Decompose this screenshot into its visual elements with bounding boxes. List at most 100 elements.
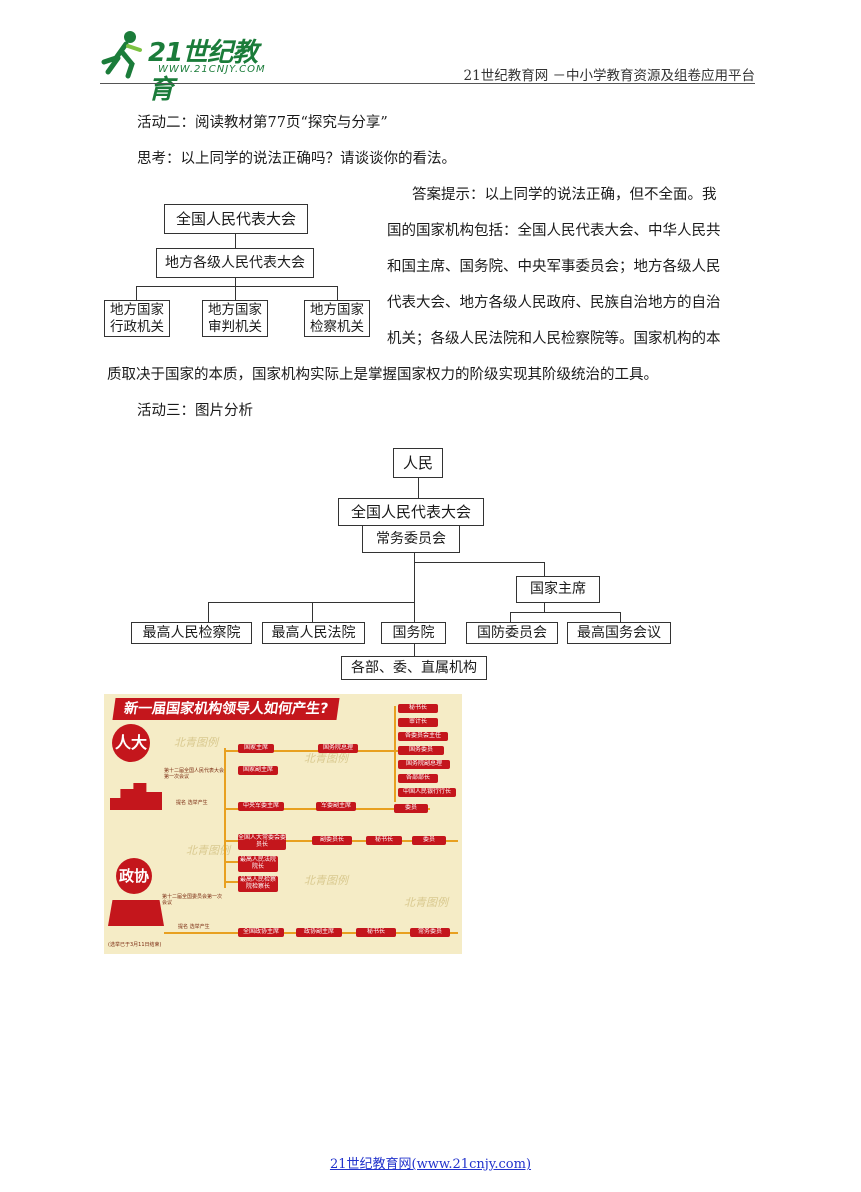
local-congress-box: 地方各级人民代表大会 (156, 248, 314, 278)
sc-list-item: 中国人民银行行长 (398, 788, 456, 797)
election-note: (选举已于3月11日结束) (108, 942, 162, 948)
sc-list-item: 审计长 (398, 718, 438, 727)
cmc-vice-node: 军委副主席 (316, 802, 356, 811)
standing-committee-box: 常务委员会 (362, 525, 460, 553)
watermark-text: 北青图例 (304, 874, 348, 887)
nominate-label: 提名 选举产生 (178, 924, 210, 930)
connector (208, 602, 414, 603)
flow-line (224, 748, 226, 888)
cppcc-vice-node: 政协副主席 (296, 928, 342, 937)
npc-box: 全国人民代表大会 (338, 498, 484, 526)
sc-list-item: 国务院副总理 (398, 760, 450, 769)
supreme-conference-box: 最高国务会议 (567, 622, 671, 644)
activity2-heading: 活动二：阅读教材第77页“探究与分享” (137, 115, 388, 131)
logo-brand-text: 21世纪教育 (148, 38, 258, 105)
people-box: 人民 (393, 448, 443, 478)
npcsc-member-node: 委员 (412, 836, 446, 845)
npcsc-secgen-node: 秘书长 (366, 836, 402, 845)
crowd-illustration (108, 900, 164, 926)
cppcc-chair-node: 全国政协主席 (238, 928, 284, 937)
answer-line-6: 质取决于国家的本质，国家机构实际上是掌握国家权力的阶级实现其阶级统治的工具。 (107, 367, 658, 383)
connector (235, 234, 236, 248)
cppcc-session-label: 第十二届全国委员会第一次会议 (162, 894, 223, 906)
box-line: 地方国家 (208, 302, 262, 318)
president-node: 国家主席 (238, 744, 274, 753)
connector (620, 612, 621, 622)
supreme-court-box: 最高人民法院 (262, 622, 365, 644)
connector (414, 553, 415, 622)
flow-line (164, 932, 224, 934)
vice-president-node: 国家副主席 (238, 766, 278, 775)
leaders-election-infographic: 北青图例 北青图例 北青图例 北青图例 北青图例 新一届国家机构领导人如何产生?… (104, 694, 462, 954)
defense-committee-box: 国防委员会 (466, 622, 558, 644)
npc-session-label: 第十二届全国人民代表大会第一次会议 (164, 768, 225, 780)
footer-link[interactable]: 21世纪教育网(www.21cnjy.com) (329, 1157, 532, 1172)
connector (208, 602, 209, 622)
npc-box: 全国人民代表大会 (164, 204, 308, 234)
watermark-text: 北青图例 (304, 752, 348, 765)
watermark-text: 北青图例 (404, 896, 448, 909)
answer-line-1: 答案提示：以上同学的说法正确，但不全面。我 (412, 187, 717, 203)
connector (337, 286, 338, 300)
connector (418, 478, 419, 498)
logo-url-text: WWW.21CNJY.COM (158, 64, 266, 75)
flow-line (394, 706, 396, 802)
connector (510, 612, 620, 613)
box-line: 地方国家 (310, 302, 364, 318)
infographic-title: 新一届国家机构领导人如何产生? (112, 698, 340, 720)
sc-list-item: 各委员会主任 (398, 732, 448, 741)
sc-list-item: 各部部长 (398, 774, 438, 783)
cppcc-seal: 政协 (116, 858, 152, 894)
cppcc-secgen-node: 秘书长 (356, 928, 396, 937)
connector (136, 286, 137, 300)
local-procuratorial-box: 地方国家 检察机关 (304, 300, 370, 337)
connector (136, 286, 338, 287)
court-president-node: 最高人民法院院长 (238, 856, 278, 872)
connector (510, 612, 511, 622)
answer-line-2: 国的国家机构包括：全国人民代表大会、中华人民共 (387, 223, 721, 239)
site-logo: 21世纪教育 WWW.21CNJY.COM (100, 28, 280, 105)
npcsc-chair-node: 全国人大常委会委员长 (238, 834, 286, 850)
npc-seal: 人大 (112, 724, 150, 762)
activity2-question: 思考：以上同学的说法正确吗？请谈谈你的看法。 (137, 151, 456, 167)
answer-line-3: 和国主席、国务院、中央军事委员会；地方各级人民 (387, 259, 721, 275)
connector (414, 644, 415, 656)
local-admin-box: 地方国家 行政机关 (104, 300, 170, 337)
watermark-text: 北青图例 (174, 736, 218, 749)
footer: 21世纪教育网(www.21cnjy.com) (0, 1153, 861, 1172)
header-divider (100, 83, 755, 84)
box-line: 检察机关 (310, 319, 364, 335)
cmc-chair-node: 中央军委主席 (238, 802, 284, 811)
ministries-box: 各部、委、直属机构 (341, 656, 487, 680)
procurator-general-node: 最高人民检察院检察长 (238, 876, 278, 892)
watermark-text: 北青图例 (186, 844, 230, 857)
npcsc-vice-node: 副委员长 (312, 836, 352, 845)
sc-list-item: 国务委员 (398, 746, 444, 755)
connector (544, 562, 545, 576)
state-council-box: 国务院 (381, 622, 446, 644)
sc-list-item: 秘书长 (398, 704, 438, 713)
premier-node: 国务院总理 (318, 744, 358, 753)
answer-line-4: 代表大会、地方各级人民政府、民族自治地方的自治 (387, 295, 721, 311)
answer-line-5: 机关；各级人民法院和人民检察院等。国家机构的本 (387, 331, 721, 347)
podium-illustration (110, 783, 162, 810)
header-site-tagline: 21世纪教育网 －中小学教育资源及组卷应用平台 (463, 68, 755, 84)
connector (544, 603, 545, 612)
connector (235, 286, 236, 300)
cmc-member-node: 委员 (394, 804, 428, 813)
local-judicial-box: 地方国家 审判机关 (202, 300, 268, 337)
runner-logo-icon (101, 31, 142, 79)
flow-line (224, 861, 238, 863)
flow-line (224, 881, 238, 883)
nominate-label: 提名 选举产生 (176, 800, 208, 806)
connector (235, 278, 236, 286)
box-line: 地方国家 (110, 302, 164, 318)
supreme-procuratorate-box: 最高人民检察院 (131, 622, 252, 644)
box-line: 审判机关 (208, 319, 262, 335)
activity3-heading: 活动三：图片分析 (137, 403, 253, 419)
president-box: 国家主席 (516, 576, 600, 603)
connector (312, 602, 313, 622)
box-line: 行政机关 (110, 319, 164, 335)
connector (414, 562, 544, 563)
cppcc-standing-node: 常务委员 (410, 928, 450, 937)
